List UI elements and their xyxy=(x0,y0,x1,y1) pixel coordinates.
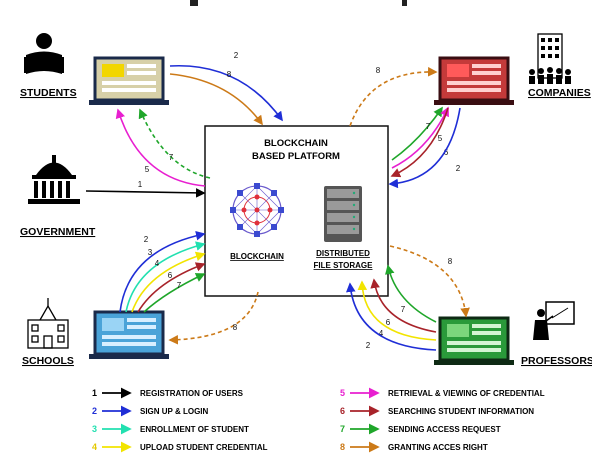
legend-label: GRANTING ACCES RIGHT xyxy=(388,443,488,452)
arrow-schools-7 xyxy=(143,273,206,313)
storage-label-1: DISTRIBUTED xyxy=(316,249,370,258)
legend-number: 3 xyxy=(92,424,97,434)
professors-laptop-icon xyxy=(434,316,514,365)
arrow-number-companies-5: 5 xyxy=(438,134,443,143)
school-building-icon xyxy=(27,298,69,349)
arrow-number-schools-4: 4 xyxy=(155,259,160,268)
arrow-schools-3 xyxy=(125,241,206,313)
government-label: GOVERNMENT xyxy=(20,226,96,238)
platform-title-1: BLOCKCHAIN xyxy=(264,138,328,149)
companies-laptop-icon xyxy=(434,56,514,105)
arrow-number-government-1: 1 xyxy=(138,180,143,189)
arrow-companies-5 xyxy=(391,106,449,169)
arrow-professors-8 xyxy=(389,245,470,318)
legend-label: UPLOAD STUDENT CREDENTIAL xyxy=(140,443,268,452)
server-stack-icon xyxy=(324,186,362,242)
arrow-number-schools-2: 2 xyxy=(144,235,149,244)
platform-title-2: BASED PLATFORM xyxy=(252,151,340,162)
legend-number: 2 xyxy=(92,406,97,416)
legend-number: 1 xyxy=(92,388,97,398)
arrow-number-professors-6: 6 xyxy=(386,318,391,327)
platform-box: BLOCKCHAIN BASED PLATFORM BLOC xyxy=(204,125,389,297)
legend-label: RETRIEVAL & VIEWING OF CREDENTIAL xyxy=(388,389,545,398)
arrow-companies-7 xyxy=(391,106,443,161)
government-building-icon xyxy=(28,155,80,204)
legend-number: 5 xyxy=(340,388,345,398)
schools-label: SCHOOLS xyxy=(22,355,74,367)
legend-label: SEARCHING STUDENT INFORMATION xyxy=(388,407,534,416)
arrow-companies-6 xyxy=(390,107,449,178)
arrow-number-students-5: 5 xyxy=(145,165,150,174)
blockchain-label: BLOCKCHAIN xyxy=(230,252,284,261)
companies-building-icon xyxy=(529,33,571,84)
arrow-number-companies-8: 8 xyxy=(376,66,381,75)
legend: 1 REGISTRATION OF USERS 2 SIGN UP & LOGIN 3 E… xyxy=(92,387,545,453)
storage-label-2: FILE STORAGE xyxy=(314,261,374,270)
arrow-number-companies-7: 7 xyxy=(426,122,431,131)
arrow-schools-4 xyxy=(131,251,206,313)
arrow-students-7 xyxy=(138,108,211,179)
professor-board-icon xyxy=(533,301,575,340)
arrow-number-students-7: 7 xyxy=(169,153,174,162)
arrow-students-5 xyxy=(115,108,206,187)
cropped-top-caption xyxy=(190,0,407,6)
legend-number: 8 xyxy=(340,442,345,452)
arrow-number-schools-7: 7 xyxy=(177,281,182,290)
arrow-number-companies-6: 6 xyxy=(444,148,449,157)
arrow-professors-7 xyxy=(385,264,437,323)
arrow-number-professors-4: 4 xyxy=(379,329,384,338)
students-label: STUDENTS xyxy=(20,87,77,99)
arrow-number-schools-6: 6 xyxy=(168,271,173,280)
arrow-schools-2 xyxy=(119,230,206,313)
arrow-companies-8 xyxy=(349,66,438,127)
legend-number: 6 xyxy=(340,406,345,416)
arrow-number-students-8: 8 xyxy=(227,70,232,79)
legend-number: 7 xyxy=(340,424,345,434)
schools-laptop-icon xyxy=(89,310,169,359)
arrow-number-students-2: 2 xyxy=(234,51,239,60)
legend-label: SENDING ACCESS REQUEST xyxy=(388,425,501,434)
arrow-schools-8 xyxy=(168,291,259,345)
arrow-students-8 xyxy=(169,73,263,126)
arrow-companies-2 xyxy=(388,107,461,189)
legend-label: SIGN UP & LOGIN xyxy=(140,407,209,416)
legend-label: ENROLLMENT OF STUDENT xyxy=(140,425,249,434)
legend-number: 4 xyxy=(92,442,97,452)
professors-label: PROFESSORS xyxy=(521,355,592,367)
arrow-number-professors-2: 2 xyxy=(366,341,371,350)
arrow-government-1 xyxy=(85,188,206,198)
arrow-number-professors-8: 8 xyxy=(448,257,453,266)
companies-label: COMPANIES xyxy=(528,87,591,99)
students-laptop-icon xyxy=(89,56,169,105)
legend-label: REGISTRATION OF USERS xyxy=(140,389,244,398)
arrow-number-professors-7: 7 xyxy=(401,305,406,314)
arrow-professors-6 xyxy=(370,278,437,333)
arrow-students-2 xyxy=(169,64,283,122)
arrow-professors-2 xyxy=(345,282,437,351)
blockchain-network-icon xyxy=(230,183,284,237)
students-icon xyxy=(24,33,64,74)
arrow-number-companies-2: 2 xyxy=(456,164,461,173)
arrow-number-schools-3: 3 xyxy=(148,248,153,257)
arrow-number-schools-8: 8 xyxy=(233,323,238,332)
arrow-schools-6 xyxy=(137,262,206,313)
arrow-professors-4 xyxy=(357,280,437,341)
